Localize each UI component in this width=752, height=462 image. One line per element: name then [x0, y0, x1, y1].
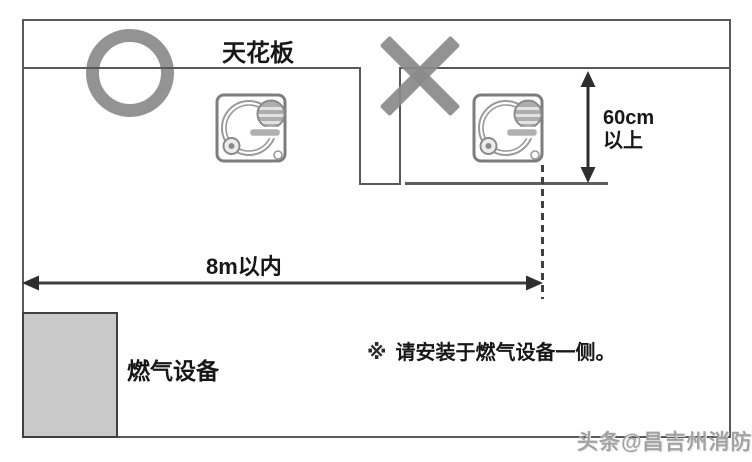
- room-outline: [22, 19, 731, 438]
- vertical-dimension-value: 60cm: [603, 107, 655, 129]
- ceiling-label: 天花板: [222, 40, 294, 67]
- installation-note-text: 请安装于燃气设备一侧。: [395, 342, 616, 364]
- vertical-dimension-arrow-icon: [580, 71, 596, 183]
- vertical-dimension-qualifier: 以上: [603, 130, 643, 152]
- gas-appliance-label: 燃气设备: [127, 358, 219, 384]
- gas-detector-correct: [215, 93, 287, 163]
- gas-appliance-box: [22, 312, 118, 438]
- detector-alignment-dashed-line: [541, 165, 544, 299]
- horizontal-dimension-arrow-icon: [22, 275, 543, 291]
- ceiling-beam: [359, 67, 401, 185]
- ceiling-line-right: [399, 67, 731, 69]
- vertical-dimension-label: 60cm 以上: [603, 107, 654, 153]
- incorrect-x-icon: [370, 26, 470, 126]
- installation-note: ※ 请安装于燃气设备一侧。: [367, 336, 615, 365]
- reference-mark-icon: ※: [367, 342, 387, 364]
- horizontal-dimension-label: 8m以内: [206, 254, 282, 279]
- watermark: 头条@昌吉州消防: [577, 431, 752, 454]
- ceiling-line-left: [22, 67, 361, 69]
- gas-detector-incorrect: [472, 93, 544, 163]
- dimension-reference-line: [405, 182, 608, 185]
